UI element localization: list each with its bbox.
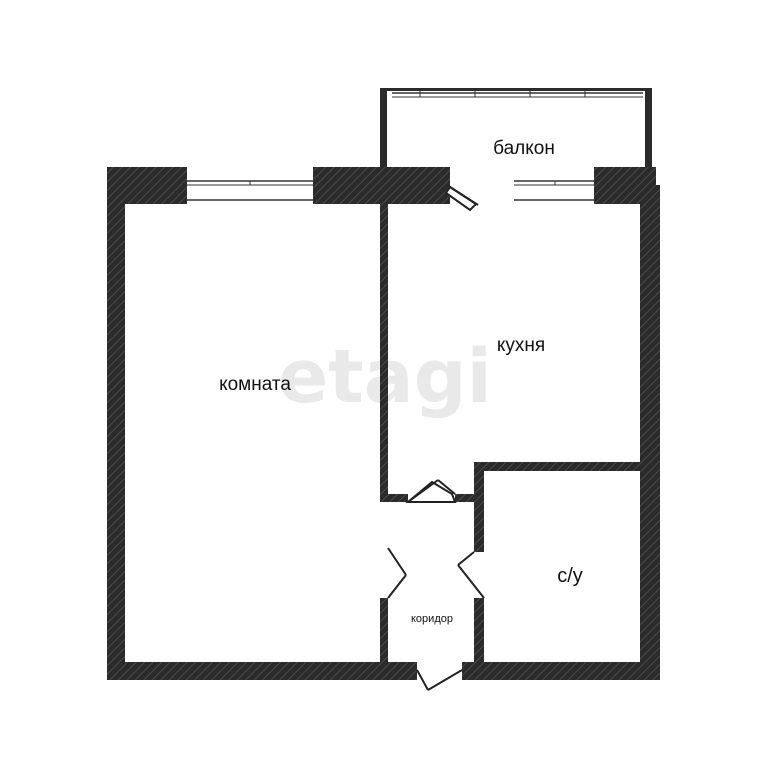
balcony-glazing bbox=[392, 91, 643, 98]
room-label-kitchen: кухня bbox=[497, 335, 545, 356]
interior-walls bbox=[380, 204, 644, 662]
room-window bbox=[187, 167, 313, 204]
room-label-bathroom: с/у bbox=[557, 565, 583, 587]
room-label-balcony: балкон bbox=[493, 138, 555, 159]
exterior-walls bbox=[107, 167, 660, 680]
balcony-outline bbox=[380, 88, 652, 168]
kitchen-window bbox=[514, 167, 594, 204]
room-label-room: комната bbox=[219, 374, 291, 395]
doors bbox=[387, 185, 485, 691]
room-label-corridor: коридор bbox=[411, 613, 453, 625]
